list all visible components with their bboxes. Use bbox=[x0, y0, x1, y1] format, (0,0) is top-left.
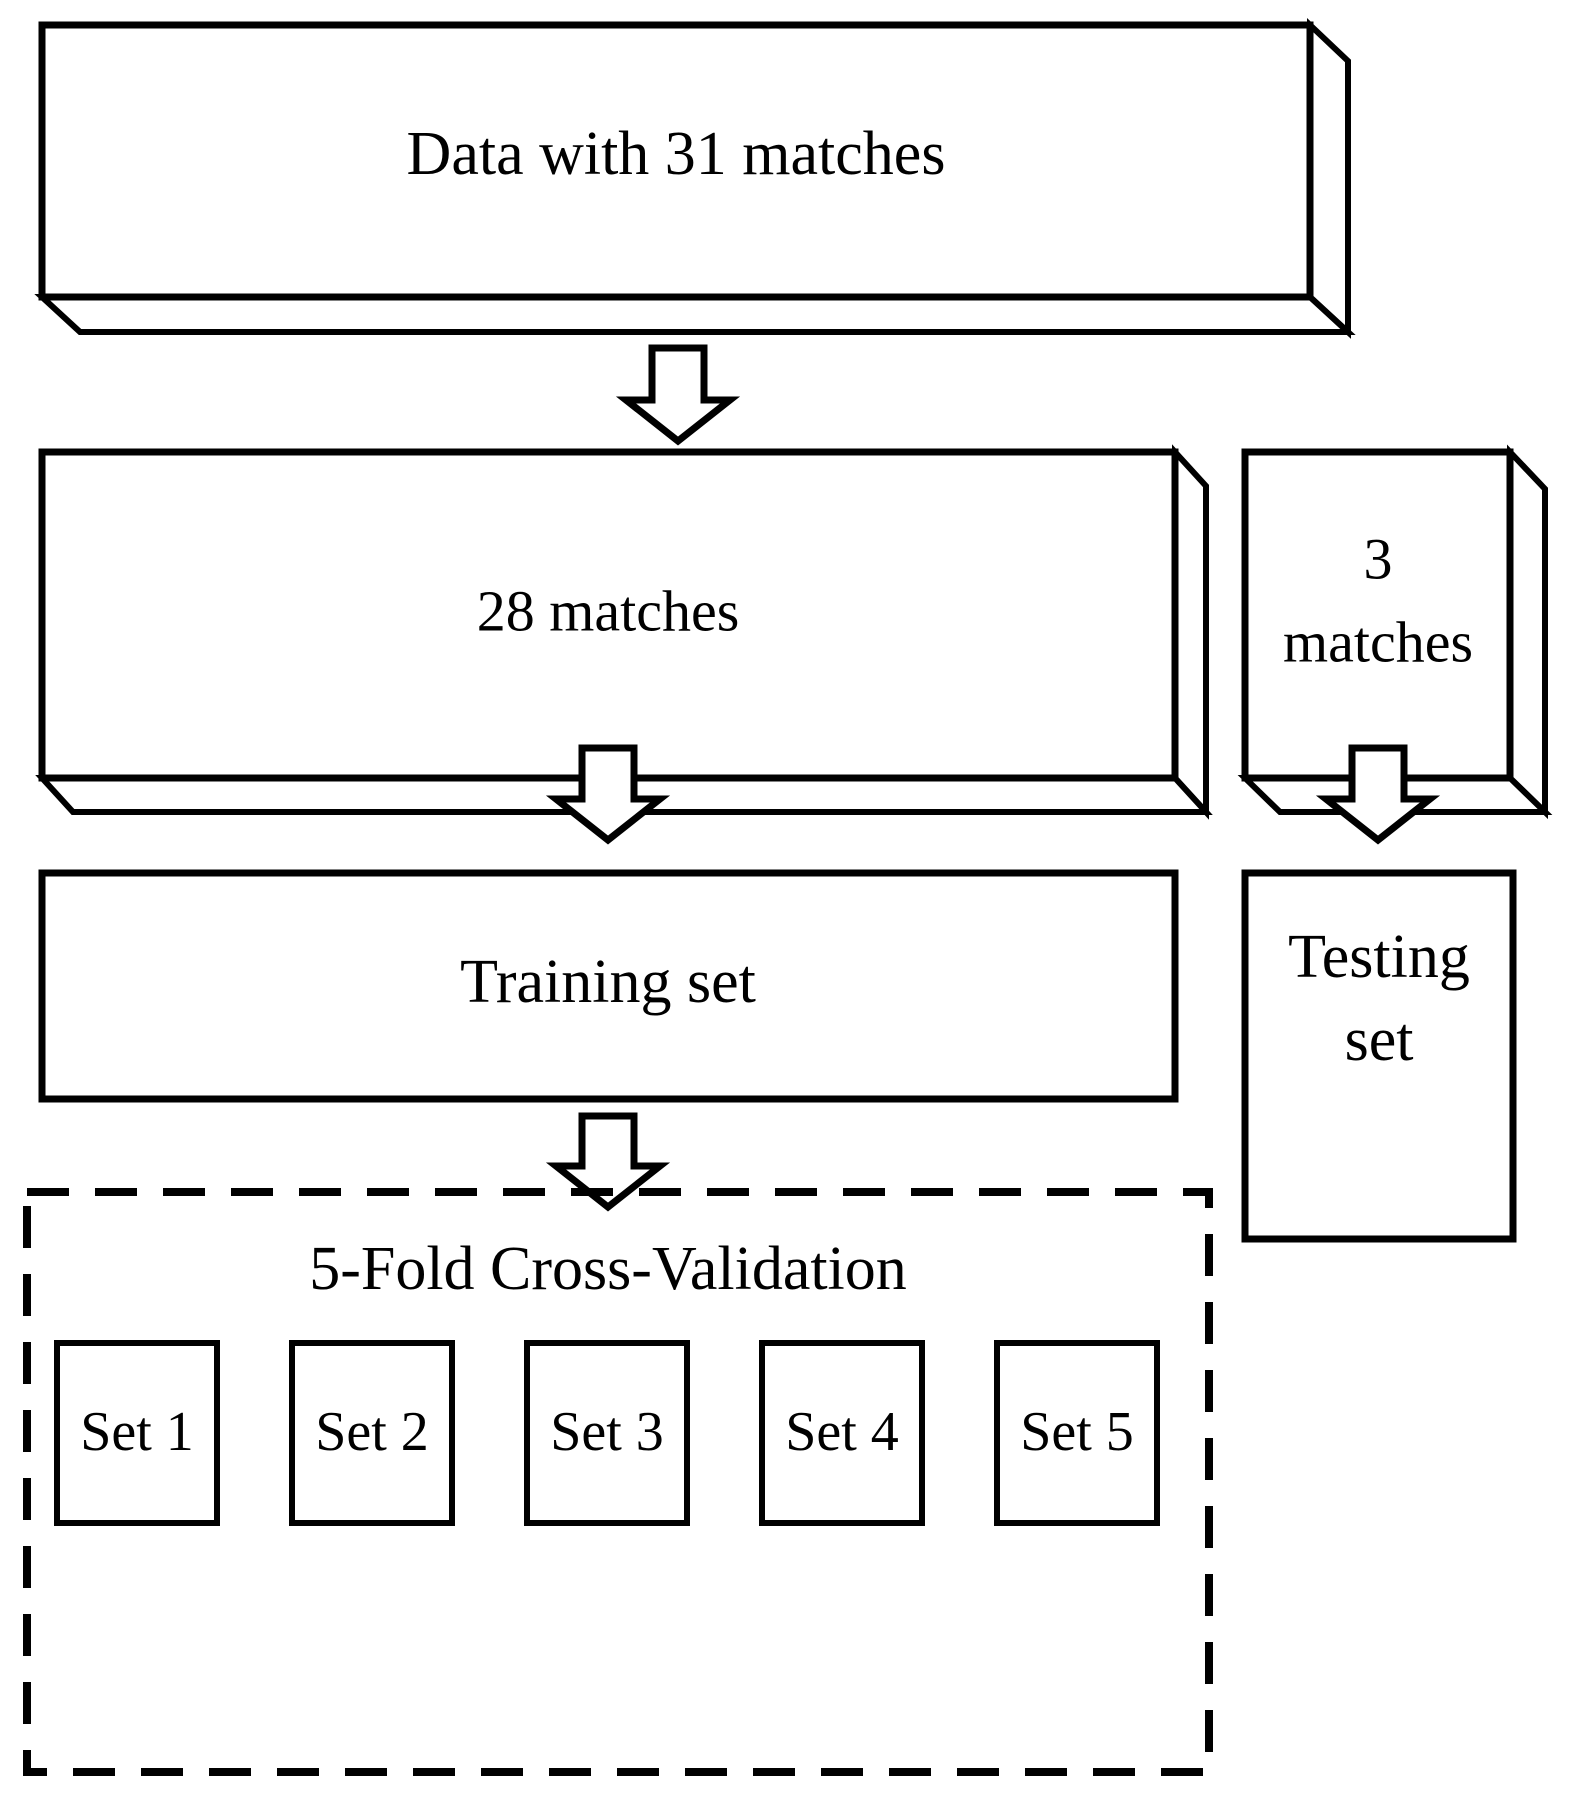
arrow-down-icon bbox=[1315, 744, 1441, 845]
arrow-down-icon bbox=[545, 1112, 671, 1212]
fold-box-3-label: Set 3 bbox=[550, 1401, 664, 1463]
fold-box-5: Set 5 bbox=[994, 1340, 1160, 1526]
node-3-matches: 3 matches bbox=[1237, 444, 1553, 820]
arrow-down-icon bbox=[545, 744, 671, 845]
fold-box-1-label: Set 1 bbox=[80, 1401, 194, 1463]
fold-box-3-rect bbox=[524, 1340, 690, 1526]
fold-box-1-rect bbox=[54, 1340, 220, 1526]
source-box-label: Data with 31 matches bbox=[407, 120, 946, 188]
testing-set-label-line1: Testing bbox=[1288, 923, 1470, 991]
train-split-label: 28 matches bbox=[477, 578, 740, 643]
source-box-bottom-face bbox=[34, 294, 1356, 335]
source-box-front-face bbox=[38, 21, 1314, 301]
test-split-front-face bbox=[1241, 448, 1514, 782]
training-set-box bbox=[38, 869, 1179, 1103]
fold-box-4: Set 4 bbox=[759, 1340, 925, 1526]
fold-box-5-label: Set 5 bbox=[1020, 1401, 1134, 1463]
node-cross-validation: 5-Fold Cross-Validation Set 1 Set 2 Set … bbox=[23, 1188, 1213, 1776]
fold-box-4-rect bbox=[759, 1340, 925, 1526]
test-split-label-line2: matches bbox=[1283, 609, 1473, 674]
arrow-3-to-testing bbox=[1315, 744, 1441, 845]
train-split-right-face bbox=[1172, 444, 1209, 820]
fold-box-2-label: Set 2 bbox=[315, 1401, 429, 1463]
fold-boxes-row: Set 1 Set 2 Set 3 Set 4 Set 5 bbox=[54, 1340, 1160, 1526]
test-split-right-face bbox=[1507, 444, 1548, 820]
fold-box-5-rect bbox=[994, 1340, 1160, 1526]
source-box-right-face bbox=[1307, 18, 1351, 339]
fold-box-4-label: Set 4 bbox=[785, 1401, 899, 1463]
arrow-training-to-cv bbox=[545, 1112, 671, 1212]
testing-set-box bbox=[1241, 869, 1517, 1243]
test-split-label-line1: 3 bbox=[1364, 526, 1393, 591]
fold-box-1: Set 1 bbox=[54, 1340, 220, 1526]
arrow-down-icon bbox=[615, 344, 741, 446]
node-source-data: Data with 31 matches bbox=[34, 18, 1356, 339]
node-training-set: Training set bbox=[38, 869, 1179, 1103]
cross-validation-dashed-border bbox=[23, 1188, 1213, 1776]
cross-validation-label: 5-Fold Cross-Validation bbox=[309, 1235, 907, 1303]
arrow-28-to-training bbox=[545, 744, 671, 845]
fold-box-3: Set 3 bbox=[524, 1340, 690, 1526]
node-testing-set: Testing set bbox=[1241, 869, 1517, 1243]
fold-box-2-rect bbox=[289, 1340, 455, 1526]
training-set-label: Training set bbox=[460, 948, 756, 1016]
arrow-source-to-split bbox=[615, 344, 741, 446]
testing-set-label-line2: set bbox=[1345, 1006, 1414, 1074]
fold-box-2: Set 2 bbox=[289, 1340, 455, 1526]
